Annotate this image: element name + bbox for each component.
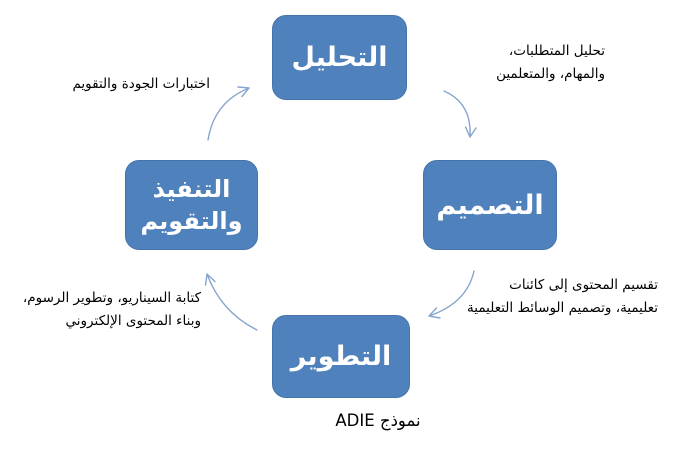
arrow-analysis-to-design	[443, 90, 477, 138]
annotation-line: اختبارات الجودة والتقويم	[72, 76, 210, 92]
annotation-line: وبناء المحتوى الإلكتروني	[65, 313, 201, 329]
annotation-design-to-development: تقسيم المحتوى إلى كائنات تعليمية، وتصميم…	[467, 274, 658, 320]
node-implementation-label-line1: التنفيذ	[152, 174, 231, 203]
annotation-line: كتابة السيناريو، وتطوير الرسوم،	[22, 290, 201, 306]
node-analysis-label: التحليل	[291, 42, 388, 73]
node-development-label: التطوير	[290, 341, 392, 372]
annotation-line: تقسيم المحتوى إلى كائنات	[509, 277, 658, 293]
node-implementation-label-line2: والتقويم	[140, 207, 243, 235]
annotation-line: والمهام، والمتعلمين	[496, 66, 605, 82]
node-design: التصميم	[423, 160, 557, 250]
arrow-implementation-to-analysis	[207, 86, 250, 141]
annotation-line: تحليل المتطلبات،	[508, 43, 605, 59]
caption-model-name: نموذج ADIE	[335, 411, 421, 430]
node-design-label: التصميم	[436, 189, 544, 221]
node-implementation-evaluation: التنفيذ والتقويم	[125, 160, 258, 250]
arrow-development-to-implementation	[204, 273, 258, 331]
annotation-analysis-to-design: تحليل المتطلبات، والمهام، والمتعلمين	[496, 40, 605, 86]
annotation-development-to-implementation: كتابة السيناريو، وتطوير الرسوم، وبناء ال…	[23, 287, 201, 333]
node-analysis: التحليل	[272, 15, 407, 100]
annotation-implementation-to-analysis: اختبارات الجودة والتقويم	[72, 73, 210, 96]
annotation-line: تعليمية، وتصميم الوسائط التعليمية	[467, 300, 658, 316]
node-development: التطوير	[272, 315, 410, 398]
